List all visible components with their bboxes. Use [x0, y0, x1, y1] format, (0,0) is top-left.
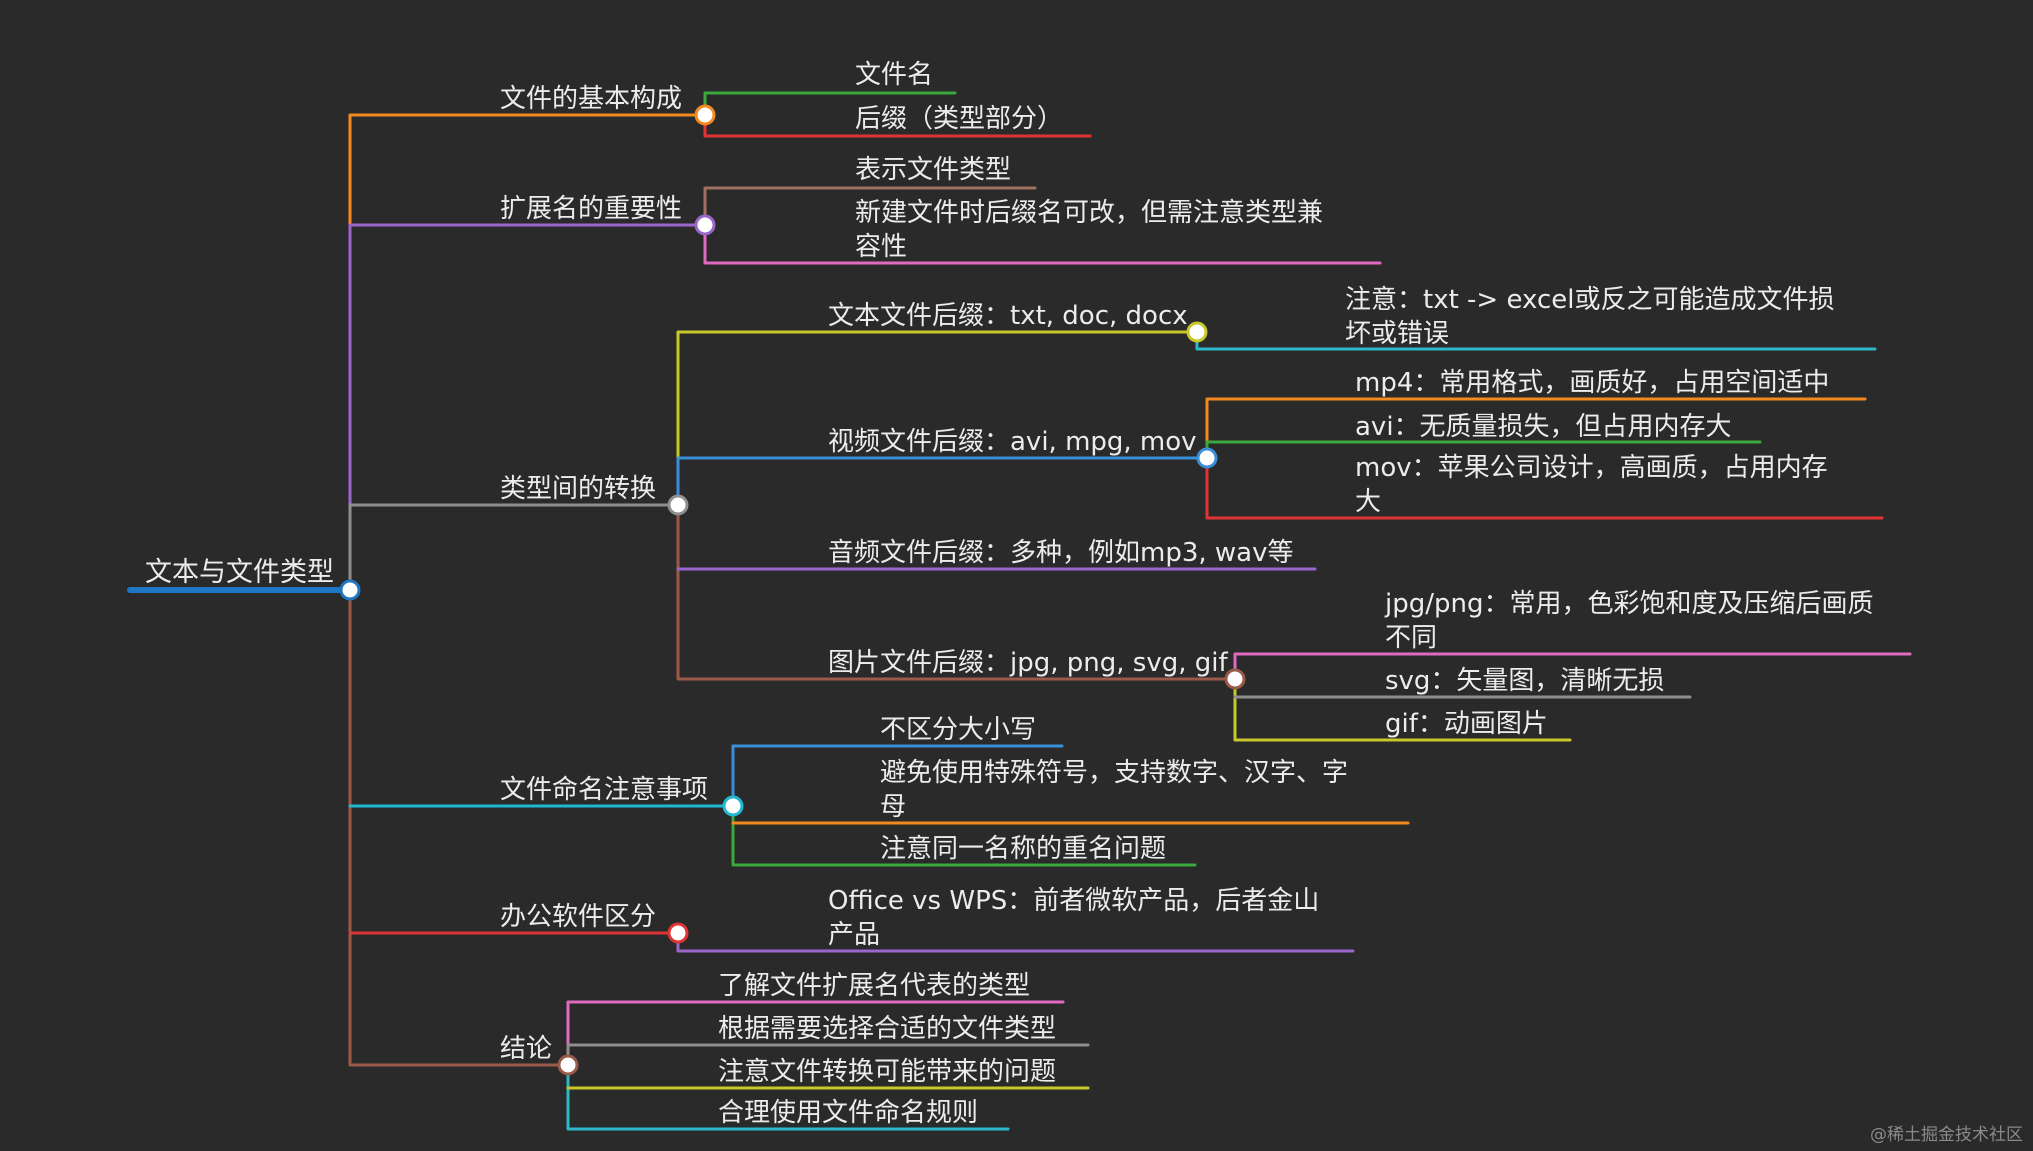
branch-node[interactable]: 结论 — [500, 1034, 553, 1064]
collapse-toggle-icon[interactable] — [694, 214, 716, 236]
level3-node[interactable]: 注意：txt -> excel或反之可能造成文件损 坏或错误 — [1345, 285, 1835, 349]
watermark: @稀土掘金技术社区 — [1870, 1125, 2023, 1145]
branch-node[interactable]: 办公软件区分 — [500, 902, 657, 932]
level2-node[interactable]: 文本文件后缀：txt, doc, docx — [828, 301, 1188, 331]
level3-node[interactable]: gif：动画图片 — [1385, 709, 1548, 739]
level2-node[interactable]: 图片文件后缀：jpg, png, svg, gif — [828, 648, 1228, 678]
level2-node[interactable]: 了解文件扩展名代表的类型 — [718, 971, 1031, 1001]
collapse-toggle-icon[interactable] — [1224, 668, 1246, 690]
level2-node[interactable]: 根据需要选择合适的文件类型 — [718, 1014, 1057, 1044]
level2-node[interactable]: Office vs WPS：前者微软产品，后者金山 产品 — [828, 886, 1320, 950]
level2-node[interactable]: 表示文件类型 — [855, 155, 1012, 185]
level3-node[interactable]: mov：苹果公司设计，高画质，占用内存 大 — [1355, 453, 1828, 517]
branch-node[interactable]: 扩展名的重要性 — [500, 194, 683, 224]
level2-node[interactable]: 避免使用特殊符号，支持数字、汉字、字 母 — [880, 758, 1349, 822]
branch-node[interactable]: 文件命名注意事项 — [500, 775, 709, 805]
level2-node[interactable]: 文件名 — [855, 60, 934, 90]
root-node[interactable]: 文本与文件类型 — [145, 557, 334, 588]
level3-node[interactable]: jpg/png：常用，色彩饱和度及压缩后画质 不同 — [1385, 589, 1874, 653]
level2-node[interactable]: 视频文件后缀：avi, mpg, mov — [828, 427, 1197, 457]
level3-node[interactable]: mp4：常用格式，画质好，占用空间适中 — [1355, 368, 1830, 398]
collapse-toggle-icon[interactable] — [694, 104, 716, 126]
collapse-toggle-icon[interactable] — [667, 494, 689, 516]
branch-node[interactable]: 类型间的转换 — [500, 474, 657, 504]
level2-node[interactable]: 不区分大小写 — [880, 715, 1037, 745]
level3-node[interactable]: svg：矢量图，清晰无损 — [1385, 666, 1665, 696]
level2-node[interactable]: 音频文件后缀：多种，例如mp3, wav等 — [828, 538, 1294, 568]
collapse-toggle-icon[interactable] — [667, 922, 689, 944]
collapse-toggle-icon[interactable] — [1186, 321, 1208, 343]
collapse-toggle-icon[interactable] — [1196, 447, 1218, 469]
level2-node[interactable]: 注意文件转换可能带来的问题 — [718, 1057, 1057, 1087]
branch-node[interactable]: 文件的基本构成 — [500, 84, 683, 114]
level2-node[interactable]: 新建文件时后缀名可改，但需注意类型兼 容性 — [855, 198, 1324, 262]
collapse-toggle-icon[interactable] — [722, 795, 744, 817]
level2-node[interactable]: 后缀（类型部分） — [855, 104, 1064, 134]
level3-node[interactable]: avi：无质量损失，但占用内存大 — [1355, 412, 1732, 442]
collapse-toggle-icon[interactable] — [557, 1054, 579, 1076]
level2-node[interactable]: 注意同一名称的重名问题 — [880, 834, 1167, 864]
level2-node[interactable]: 合理使用文件命名规则 — [718, 1098, 979, 1128]
collapse-toggle-icon[interactable] — [339, 579, 361, 601]
